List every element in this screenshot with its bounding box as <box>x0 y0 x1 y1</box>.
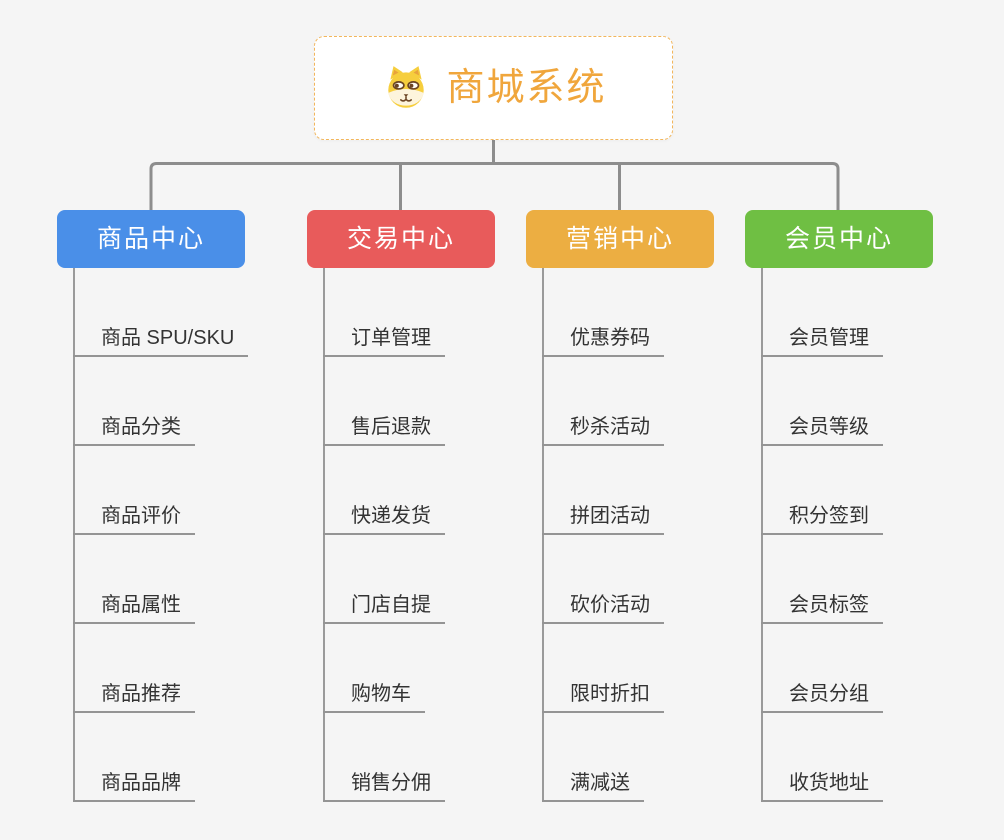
leaf-node[interactable]: 优惠券码 <box>542 314 664 357</box>
branch-node-3[interactable]: 会员中心 <box>745 210 933 268</box>
branch-label: 交易中心 <box>346 224 455 253</box>
branch-label: 商品中心 <box>96 224 205 253</box>
branch-label: 营销中心 <box>565 224 674 253</box>
leaf-node[interactable]: 售后退款 <box>323 403 445 446</box>
dog-face-icon <box>380 63 432 113</box>
leaf-node[interactable]: 秒杀活动 <box>542 403 664 446</box>
leaf-node[interactable]: 销售分佣 <box>323 759 445 802</box>
leaf-node[interactable]: 订单管理 <box>323 314 445 357</box>
leaf-node[interactable]: 商品品牌 <box>73 759 195 802</box>
leaf-node[interactable]: 商品评价 <box>73 492 195 535</box>
leaf-node[interactable]: 积分签到 <box>761 492 883 535</box>
branch-trunk-line <box>542 268 544 802</box>
leaf-node[interactable]: 会员分组 <box>761 670 883 713</box>
leaf-node[interactable]: 快递发货 <box>323 492 445 535</box>
leaf-node[interactable]: 收货地址 <box>761 759 883 802</box>
leaf-node[interactable]: 购物车 <box>323 670 425 713</box>
branch-node-2[interactable]: 营销中心 <box>526 210 714 268</box>
root-node[interactable]: 商城系统 <box>314 36 673 140</box>
leaf-node[interactable]: 商品属性 <box>73 581 195 624</box>
leaf-node[interactable]: 商品分类 <box>73 403 195 446</box>
leaf-node[interactable]: 商品 SPU/SKU <box>73 314 249 357</box>
leaf-node[interactable]: 门店自提 <box>323 581 445 624</box>
leaf-node[interactable]: 拼团活动 <box>542 492 664 535</box>
branch-trunk-line <box>73 268 75 802</box>
branch-label: 会员中心 <box>784 224 893 253</box>
branch-trunk-line <box>761 268 763 802</box>
branch-trunk-line <box>323 268 325 802</box>
root-title: 商城系统 <box>446 67 607 109</box>
leaf-node[interactable]: 会员等级 <box>761 403 883 446</box>
leaf-node[interactable]: 满减送 <box>542 759 644 802</box>
branch-node-0[interactable]: 商品中心 <box>57 210 245 268</box>
leaf-node[interactable]: 商品推荐 <box>73 670 195 713</box>
leaf-node[interactable]: 会员标签 <box>761 581 883 624</box>
leaf-node[interactable]: 会员管理 <box>761 314 883 357</box>
leaf-node[interactable]: 砍价活动 <box>542 581 664 624</box>
branch-node-1[interactable]: 交易中心 <box>307 210 495 268</box>
leaf-node[interactable]: 限时折扣 <box>542 670 664 713</box>
